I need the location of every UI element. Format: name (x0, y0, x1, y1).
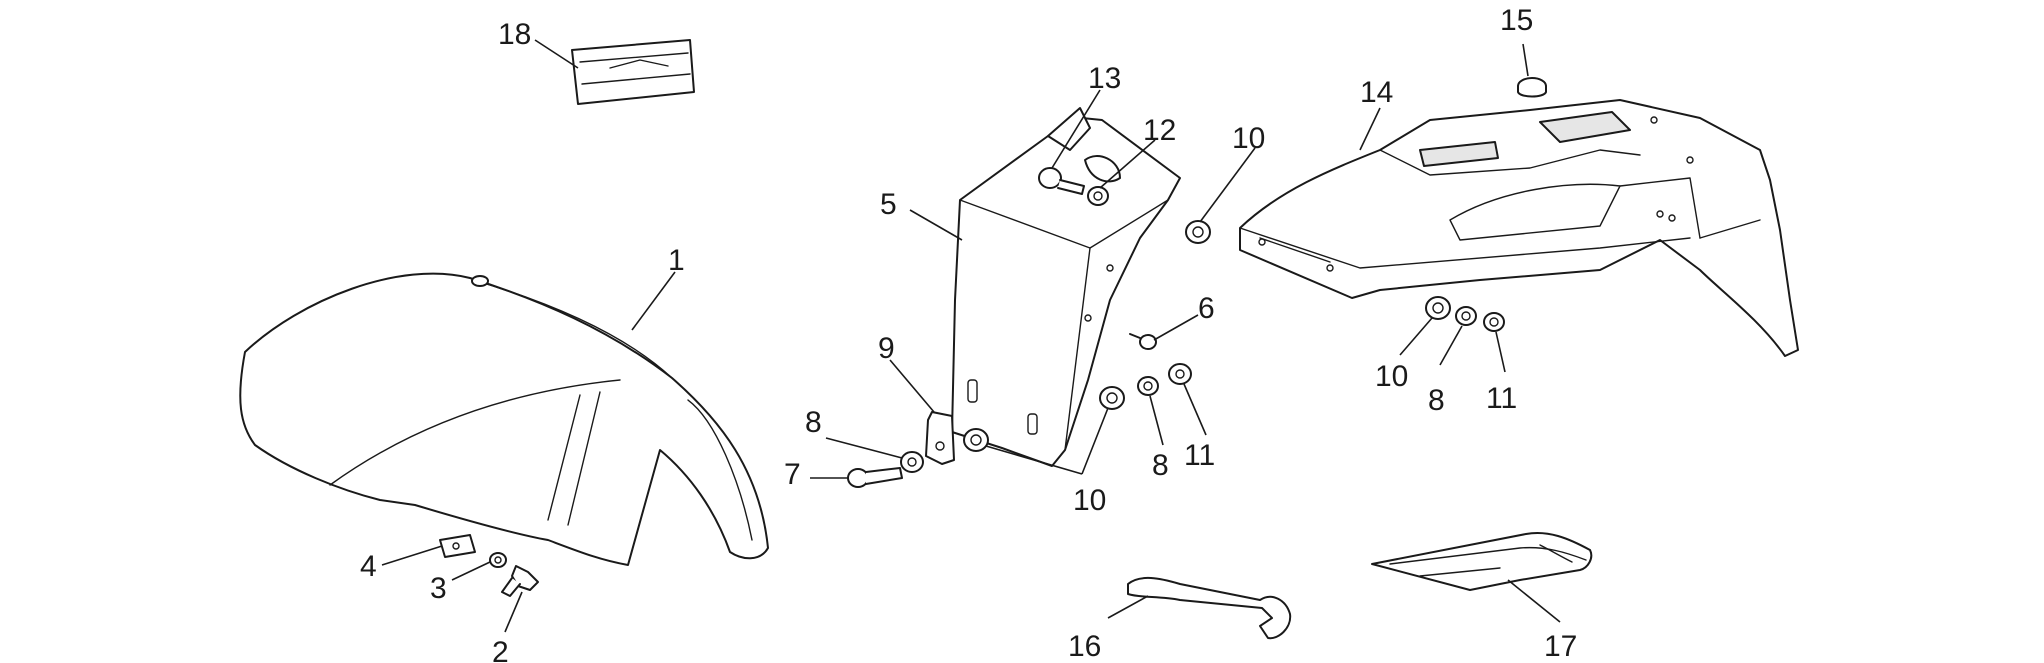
callout-16: 16 (1068, 630, 1101, 663)
leader-17 (1507, 579, 1561, 623)
part-13-screw (1038, 167, 1085, 195)
leader-4 (381, 545, 443, 566)
part-10-grommet-lower-left (963, 428, 989, 452)
callout-10-right: 10 (1375, 360, 1408, 393)
part-8-washer-right (1455, 306, 1477, 326)
part-17-tool-bag (1371, 532, 1593, 591)
part-5-bracket (951, 107, 1181, 467)
leader-8-middle (1149, 395, 1164, 446)
part-11-nut-right (1483, 312, 1505, 332)
part-8-washer-left (900, 451, 924, 473)
leader-6 (1153, 314, 1199, 341)
callout-8-left: 8 (805, 406, 822, 439)
leader-15 (1522, 43, 1529, 77)
callout-4: 4 (360, 550, 377, 583)
part-7-bolt (847, 467, 903, 488)
part-18-decal (571, 39, 695, 105)
callout-6: 6 (1198, 292, 1215, 325)
callout-1: 1 (668, 244, 685, 277)
leader-8-left (825, 437, 903, 459)
callout-10-top: 10 (1232, 122, 1265, 155)
leader-8-right (1439, 325, 1463, 366)
callout-9: 9 (878, 332, 895, 365)
callout-18: 18 (498, 18, 531, 51)
part-12-washer (1087, 186, 1109, 206)
part-4-plate (439, 534, 476, 558)
leader-1 (631, 271, 676, 331)
part-10-grommet-lower-right (1099, 386, 1125, 410)
leader-10-right (1399, 317, 1433, 356)
callout-8-right: 8 (1428, 384, 1445, 417)
leader-3 (451, 561, 491, 581)
leader-14 (1359, 107, 1381, 151)
leader-10-top (1199, 147, 1256, 223)
part-9-clip (925, 411, 955, 465)
part-15-cap (1517, 77, 1547, 98)
callout-15: 15 (1500, 4, 1533, 37)
callout-5: 5 (880, 188, 897, 221)
leader-12 (1099, 139, 1156, 189)
part-16-wrench (1127, 577, 1292, 640)
callout-numbers: 18 1 4 3 2 5 13 12 10 6 9 8 7 10 8 11 14… (360, 4, 1577, 663)
callout-10-bottom: 10 (1073, 484, 1106, 517)
part-14-rear-mudguard (1239, 99, 1799, 357)
callout-12: 12 (1143, 114, 1176, 147)
callout-14: 14 (1360, 76, 1393, 109)
callout-8-middle: 8 (1152, 449, 1169, 482)
part-10-grommet-top (1185, 220, 1211, 244)
callout-11-right: 11 (1486, 382, 1517, 415)
part-8-washer-middle (1137, 376, 1159, 396)
part-2-bolt (501, 565, 539, 597)
leader-10-bottom (985, 407, 1109, 475)
leader-9 (889, 359, 935, 413)
leader-13 (1051, 89, 1101, 169)
part-1-front-mudguard (239, 272, 769, 566)
callout-2: 2 (492, 636, 509, 663)
part-10-grommet-right (1425, 296, 1451, 320)
callout-7: 7 (784, 458, 801, 491)
leader-11-middle (1183, 383, 1207, 436)
leader-11-right (1495, 331, 1506, 373)
leader-lines (381, 39, 1561, 633)
leader-5 (909, 209, 963, 241)
leader-2 (504, 591, 523, 633)
callout-3: 3 (430, 572, 447, 605)
part-3-washer (489, 552, 507, 568)
leader-18 (534, 39, 579, 69)
leader-16 (1107, 595, 1149, 619)
callout-11-middle: 11 (1184, 439, 1215, 472)
callout-13: 13 (1088, 62, 1121, 95)
part-11-nut-middle (1168, 363, 1192, 385)
part-6-screw (1129, 333, 1157, 350)
callout-17: 17 (1544, 630, 1577, 663)
